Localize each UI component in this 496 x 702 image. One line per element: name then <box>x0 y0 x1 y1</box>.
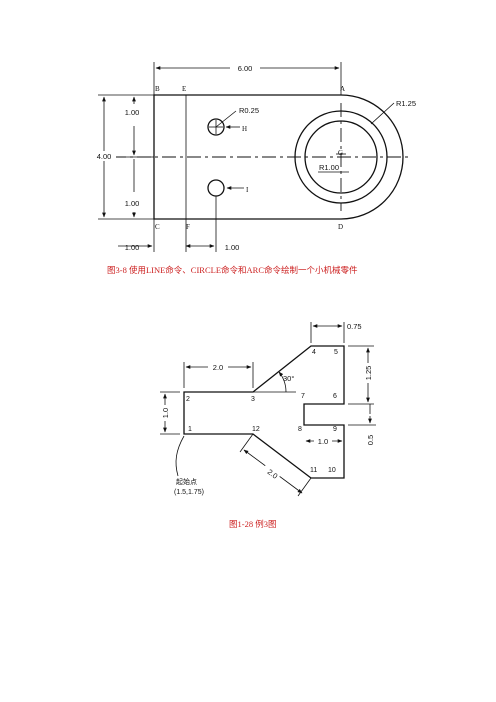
dim-width-notch: 1.0 <box>318 437 328 446</box>
point-a: A <box>340 85 345 93</box>
start-coords: (1.5,1.75) <box>174 489 204 496</box>
point-6: 6 <box>333 393 337 400</box>
point-h: H <box>242 125 247 133</box>
point-c: C <box>155 223 160 231</box>
figure-2-caption: 图1-28 例3图 <box>229 519 276 529</box>
point-4: 4 <box>312 349 316 356</box>
point-g: G <box>338 149 343 157</box>
part-outline <box>153 94 404 220</box>
start-label: 起始点 <box>176 477 197 486</box>
dim-top-offset: 1.00 <box>125 108 140 117</box>
dim-small-radius: R0.25 <box>239 106 259 115</box>
point-12: 12 <box>252 426 260 433</box>
figure-2-profile: 30° 0.75 2.0 1.0 1.25 0.5 1.0 <box>160 322 376 529</box>
start-leader <box>175 435 185 477</box>
angle-arc <box>278 371 287 393</box>
leader-r025 <box>215 110 237 128</box>
point-b: B <box>155 85 160 93</box>
dim-bottom-offset: 1.00 <box>125 199 140 208</box>
figure-1-caption: 图3-8 使用LINE命令、CIRCLE命令和ARC命令绘制一个小机械零件 <box>107 265 358 275</box>
dim-outer-radius: R1.25 <box>396 99 416 108</box>
point-d: D <box>338 223 343 231</box>
dim-height-notch: 0.5 <box>366 435 375 445</box>
dim-height-right: 1.25 <box>364 366 373 381</box>
dim-height: 4.00 <box>97 152 112 161</box>
dim-width-left: 2.0 <box>213 363 223 372</box>
dim-angle: 30° <box>283 374 294 383</box>
dim-width: 6.00 <box>238 64 253 73</box>
dim-height-left: 1.0 <box>161 408 170 418</box>
dim-left-offset: 1.00 <box>125 243 140 252</box>
dim-right-offset: 1.00 <box>225 243 240 252</box>
figure-1-mechanical-part: 6.00 4.00 1.00 1.00 1.00 1.00 R0.25 R1.2… <box>92 62 416 275</box>
point-f: F <box>186 223 190 231</box>
point-7: 7 <box>301 393 305 400</box>
point-3: 3 <box>251 396 255 403</box>
point-10: 10 <box>328 467 336 474</box>
hole-h <box>207 118 225 136</box>
point-9: 9 <box>333 426 337 433</box>
point-i: I <box>246 186 249 194</box>
dim-top-right: 0.75 <box>347 322 362 331</box>
dim-inner-radius: R1.00 <box>319 163 339 172</box>
point-11: 11 <box>310 467 317 474</box>
point-8: 8 <box>298 426 302 433</box>
point-5: 5 <box>334 349 338 356</box>
point-2: 2 <box>186 396 190 403</box>
point-1: 1 <box>188 426 192 433</box>
point-e: E <box>182 85 186 93</box>
leader-r125 <box>370 102 395 125</box>
hole-i <box>207 179 225 197</box>
